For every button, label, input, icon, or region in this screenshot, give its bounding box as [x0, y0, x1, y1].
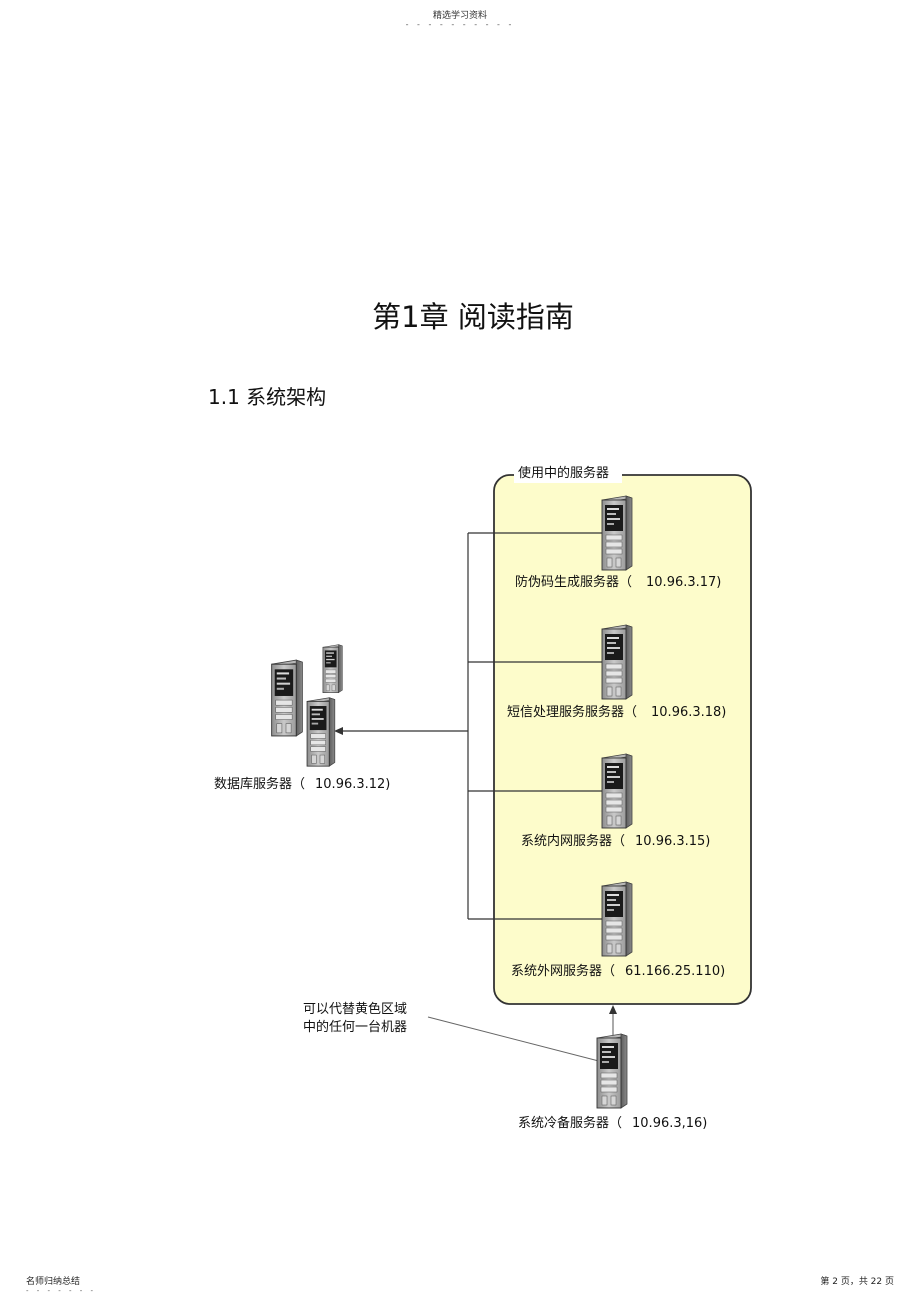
server-icon-intranet [601, 753, 633, 829]
page-header-dots: - - - - - - - - - - [405, 20, 515, 29]
server-name: 系统内网服务器（ [521, 834, 626, 849]
server-name: 系统外网服务器（ [511, 964, 616, 979]
server-label-sms: 短信处理服务服务器（ 10.96.3.18) [507, 701, 726, 720]
database-server-icon-c [306, 697, 336, 767]
server-ip: 10.96.3.12) [315, 777, 391, 792]
server-label-anticounterfeit: 防伪码生成服务器（ 10.96.3.17) [515, 571, 721, 590]
backup-arrow [609, 1005, 617, 1014]
server-name: 防伪码生成服务器（ [515, 575, 633, 590]
footer-left-dots: - - - - - - - [26, 1287, 97, 1295]
server-label-intranet: 系统内网服务器（ 10.96.3.15) [521, 830, 710, 849]
connector-lines [342, 532, 604, 920]
server-name: 数据库服务器（ [214, 777, 306, 792]
database-server-label: 数据库服务器（ 10.96.3.12) [214, 773, 390, 792]
page-header-title: 精选学习资料 [432, 11, 487, 21]
server-label-extranet: 系统外网服务器（ 61.166.25.110) [511, 960, 725, 979]
note-pointer-line [427, 1016, 623, 1068]
cold-backup-server-icon [596, 1033, 628, 1109]
section-title: 1.1 系统架构 [208, 385, 327, 409]
server-ip: 10.96.3.18) [651, 705, 727, 720]
server-name: 系统冷备服务器（ [518, 1116, 623, 1131]
server-ip: 61.166.25.110) [625, 964, 726, 979]
database-server-icon-a [271, 659, 303, 737]
note-line-2: 中的任何一台机器 [303, 1020, 408, 1035]
page-number: 第 2 页，共 22 页 [820, 1277, 894, 1287]
server-name: 短信处理服务服务器（ [507, 705, 638, 720]
arrow-to-database [334, 727, 343, 735]
server-icon-extranet [601, 881, 633, 957]
server-ip: 10.96.3.17) [646, 575, 722, 590]
chapter-title: 第1章 阅读指南 [372, 300, 574, 334]
cold-backup-server-label: 系统冷备服务器（ 10.96.3,16) [518, 1112, 707, 1131]
note-line-1: 可以代替黄色区域 [303, 1002, 408, 1017]
database-server-icon-b [322, 644, 343, 694]
server-ip: 10.96.3.15) [635, 834, 711, 849]
server-ip: 10.96.3,16) [632, 1116, 708, 1131]
servers-in-use-group [493, 474, 752, 1005]
server-icon-anticounterfeit [601, 495, 633, 571]
group-label: 使用中的服务器 [518, 465, 609, 481]
footer-left-text: 名师归纳总结 [26, 1277, 81, 1287]
server-icon-sms [601, 624, 633, 700]
group-label-background [514, 463, 622, 483]
